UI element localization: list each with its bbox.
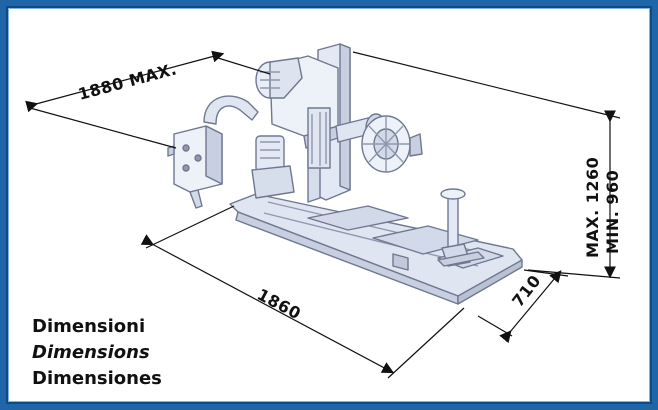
dimension-line-depth: [499, 270, 562, 344]
diagram-panel: 1880 MAX. 1860 710 MAX. 1260 MIN. 960 Di…: [8, 8, 650, 402]
extension-line-depth-left: [477, 315, 513, 337]
dimension-label-depth: 710: [508, 271, 544, 310]
extension-line-height-top: [352, 51, 621, 119]
extension-line-left: [29, 107, 177, 149]
dimension-diagram: 1880 MAX. 1860 710 MAX. 1260 MIN. 960: [25, 43, 622, 379]
extension-line-top: [217, 57, 271, 75]
caption: Dimensioni Dimensions Dimensiones: [32, 314, 162, 392]
machine-illustration: [167, 43, 523, 305]
caption-english: Dimensions: [32, 342, 150, 363]
caption-italian: Dimensioni: [32, 316, 146, 337]
dimension-label-height-min: MIN. 960: [603, 170, 622, 254]
dimension-label-width: 1860: [254, 285, 304, 324]
dimension-label-height-max: MAX. 1260: [583, 157, 602, 258]
machine-arm: [203, 95, 259, 125]
extension-line-height-bottom: [527, 269, 621, 279]
dimension-line-length: [25, 50, 225, 113]
caption-spanish: Dimensiones: [32, 368, 162, 389]
dimension-label-length: 1880 MAX.: [76, 59, 179, 104]
extension-line-width-left: [145, 205, 235, 249]
extension-line-width-right: [387, 307, 465, 379]
dimension-lines: [25, 50, 621, 379]
dimension-line-width: [140, 234, 395, 374]
